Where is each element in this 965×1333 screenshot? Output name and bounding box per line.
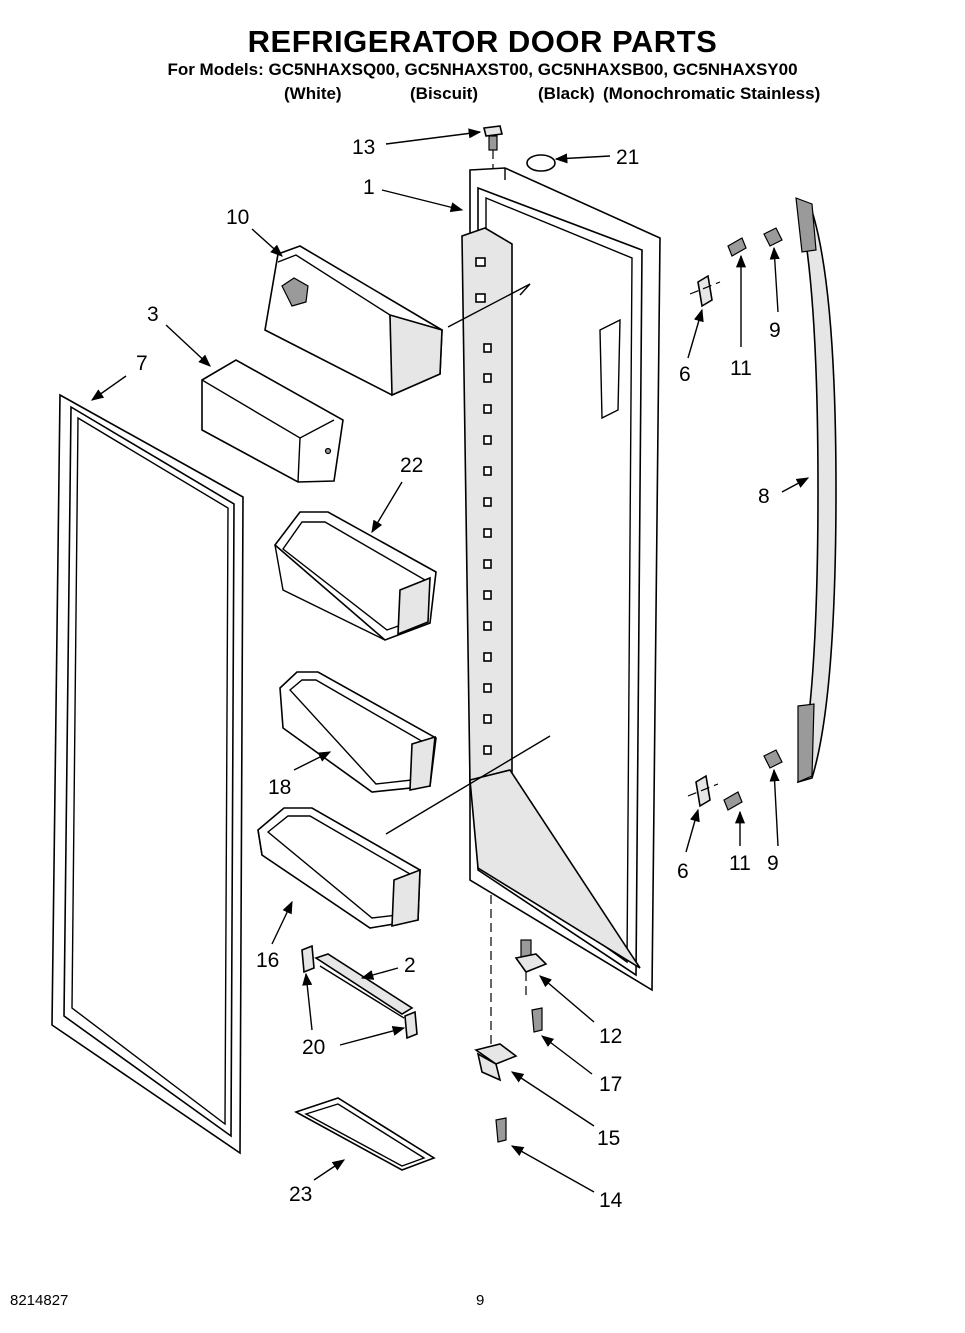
guide-line-dairy-bin-end bbox=[519, 283, 531, 296]
callout-16: 16 bbox=[256, 949, 279, 972]
callout-10: 10 bbox=[226, 206, 249, 229]
callout-13: 13 bbox=[352, 136, 375, 159]
callout-6-upper: 6 bbox=[679, 363, 691, 386]
callout-20: 20 bbox=[302, 1036, 325, 1059]
guide-line-lower-bin bbox=[385, 735, 551, 835]
trim-end-cap-left-part bbox=[301, 944, 315, 974]
door-handle-part bbox=[795, 197, 837, 784]
handle-screw-lower-part bbox=[723, 791, 743, 811]
top-hinge-screw-part bbox=[483, 125, 503, 168]
callout-21: 21 bbox=[616, 146, 639, 169]
callout-14: 14 bbox=[599, 1189, 623, 1212]
hole-plug-part bbox=[526, 154, 556, 172]
door-bin-middle-part bbox=[279, 671, 437, 793]
callout-1: 1 bbox=[363, 176, 375, 199]
door-bin-lower-part bbox=[257, 807, 421, 929]
callout-7: 7 bbox=[136, 352, 148, 375]
hinge-bottom-screw-part bbox=[495, 1117, 507, 1143]
callout-11-upper: 11 bbox=[730, 357, 752, 380]
guide-line-dairy-bin bbox=[447, 283, 531, 328]
door-gasket-part bbox=[51, 393, 244, 1155]
document-number: 8214827 bbox=[10, 1292, 69, 1309]
door-liner-part bbox=[461, 167, 661, 992]
leader-arrows bbox=[90, 128, 810, 1193]
trim-end-cap-right-part bbox=[404, 1010, 418, 1040]
callout-9-lower: 9 bbox=[767, 852, 779, 875]
callout-2: 2 bbox=[404, 954, 416, 977]
page-number: 9 bbox=[476, 1292, 485, 1309]
bottom-tray-part bbox=[294, 1097, 436, 1171]
color-stainless-label: (Monochromatic Stainless) bbox=[603, 84, 821, 103]
callout-11-lower: 11 bbox=[729, 852, 751, 875]
bottom-hinge-part bbox=[474, 1043, 518, 1082]
color-biscuit-label: (Biscuit) bbox=[410, 84, 478, 103]
callout-23: 23 bbox=[289, 1183, 312, 1206]
models-line: For Models: GC5NHAXSQ00, GC5NHAXST00, GC… bbox=[167, 60, 798, 79]
page-title: REFRIGERATOR DOOR PARTS bbox=[247, 24, 718, 59]
callout-17: 17 bbox=[599, 1073, 622, 1096]
handle-bolt-lower-part bbox=[763, 749, 783, 769]
callout-12: 12 bbox=[599, 1025, 622, 1048]
dairy-bin-part bbox=[264, 245, 443, 397]
color-white-label: (White) bbox=[284, 84, 342, 103]
trim-bar-part bbox=[314, 953, 414, 1019]
door-liner-slots bbox=[475, 257, 492, 755]
callout-8: 8 bbox=[758, 485, 770, 508]
door-bin-upper-part bbox=[273, 511, 437, 641]
callout-18: 18 bbox=[268, 776, 291, 799]
handle-clip-upper-part bbox=[689, 274, 721, 308]
handle-bolt-upper-part bbox=[763, 227, 783, 247]
callout-9-upper: 9 bbox=[769, 319, 781, 342]
handle-screw-upper-part bbox=[727, 237, 747, 257]
callout-3: 3 bbox=[147, 303, 159, 326]
hinge-pin-part bbox=[514, 939, 548, 1000]
callout-6-lower: 6 bbox=[677, 860, 689, 883]
callout-15: 15 bbox=[597, 1127, 620, 1150]
handle-clip-lower-part bbox=[687, 774, 719, 808]
dairy-door-part bbox=[201, 359, 344, 483]
hinge-screw-part bbox=[531, 1007, 543, 1033]
callout-22: 22 bbox=[400, 454, 423, 477]
color-black-label: (Black) bbox=[538, 84, 595, 103]
